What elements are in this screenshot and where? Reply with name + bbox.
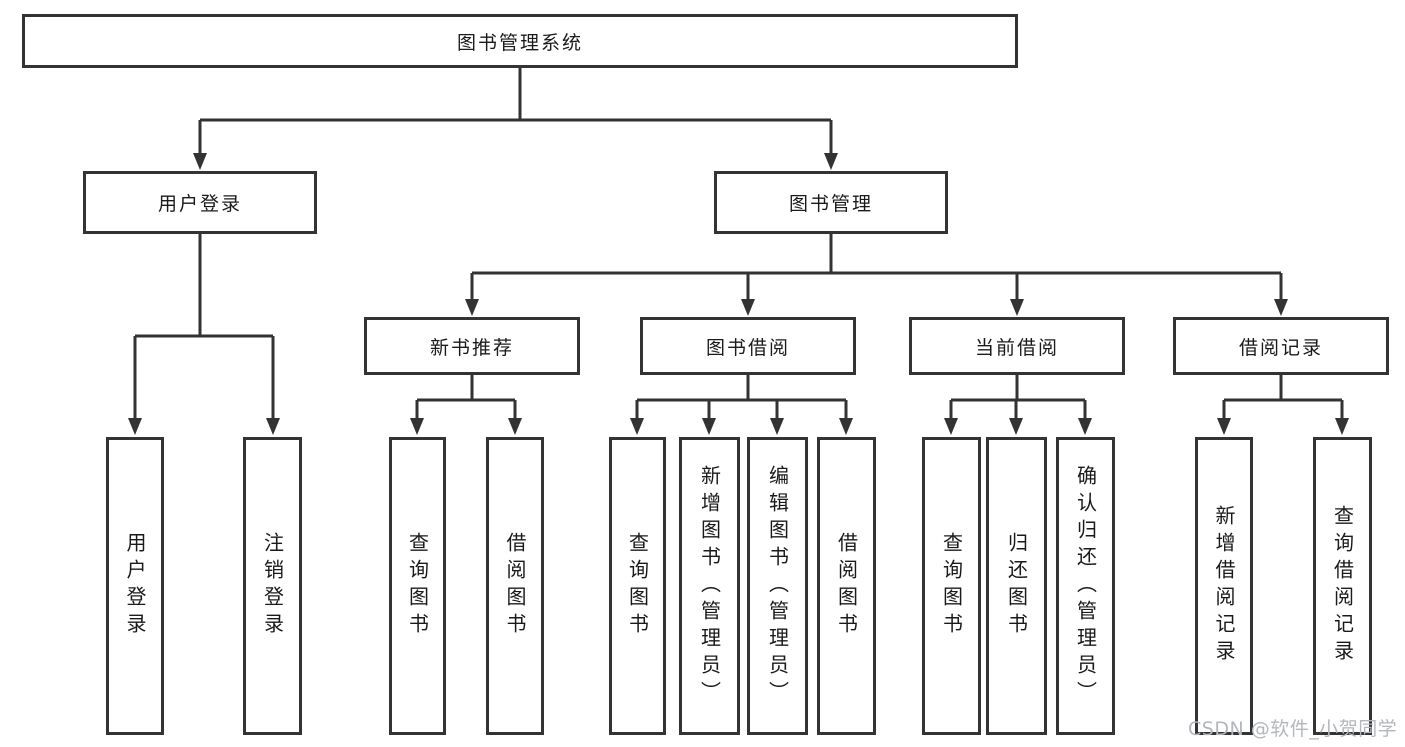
node-leaf-return-book-label: 归还图书 xyxy=(1004,532,1029,640)
node-leaf-query-book-1: 查询图书 xyxy=(389,437,446,735)
node-leaf-query-book-2-label: 查询图书 xyxy=(625,532,650,640)
node-leaf-logout-label: 注销登录 xyxy=(260,532,285,640)
node-book-management: 图书管理 xyxy=(714,171,948,234)
node-user-login-label: 用户登录 xyxy=(157,193,242,215)
node-book-management-label: 图书管理 xyxy=(788,193,873,215)
node-leaf-edit-book-admin: 编辑图书（管理员） xyxy=(747,437,808,735)
node-leaf-borrow-book-1-label: 借阅图书 xyxy=(503,532,527,640)
node-root-label: 图书管理系统 xyxy=(456,31,583,54)
node-leaf-confirm-return-admin-label: 确认归还（管理员） xyxy=(1073,464,1098,708)
node-borrowing-records-label: 借阅记录 xyxy=(1238,336,1323,359)
node-leaf-borrow-book-2-label: 借阅图书 xyxy=(834,532,859,640)
node-current-borrowing-label: 当前借阅 xyxy=(974,336,1059,359)
node-leaf-user-login: 用户登录 xyxy=(106,437,164,735)
node-leaf-user-login-label: 用户登录 xyxy=(123,532,147,640)
node-current-borrowing: 当前借阅 xyxy=(909,317,1125,375)
node-leaf-confirm-return-admin: 确认归还（管理员） xyxy=(1056,437,1115,735)
node-book-borrowing: 图书借阅 xyxy=(640,317,856,375)
node-leaf-add-borrow-record: 新增借阅记录 xyxy=(1195,437,1253,735)
node-leaf-query-book-3-label: 查询图书 xyxy=(939,532,964,640)
node-leaf-borrow-book-2: 借阅图书 xyxy=(817,437,876,735)
csdn-watermark: CSDN @软件_小贺同学 xyxy=(1188,718,1398,740)
node-root: 图书管理系统 xyxy=(22,14,1018,68)
node-new-book-recommend: 新书推荐 xyxy=(364,317,580,375)
node-leaf-query-book-1-label: 查询图书 xyxy=(405,532,430,640)
node-leaf-edit-book-admin-label: 编辑图书（管理员） xyxy=(765,464,790,708)
node-leaf-logout: 注销登录 xyxy=(243,437,302,735)
node-leaf-add-book-admin-label: 新增图书（管理员） xyxy=(697,464,722,708)
node-book-borrowing-label: 图书借阅 xyxy=(705,336,790,359)
node-leaf-add-borrow-record-label: 新增借阅记录 xyxy=(1212,505,1236,667)
node-leaf-borrow-book-1: 借阅图书 xyxy=(486,437,544,735)
node-leaf-query-book-3: 查询图书 xyxy=(922,437,981,735)
node-leaf-query-borrow-record-label: 查询借阅记录 xyxy=(1330,505,1355,667)
node-leaf-add-book-admin: 新增图书（管理员） xyxy=(679,437,740,735)
node-user-login: 用户登录 xyxy=(83,171,317,234)
node-leaf-return-book: 归还图书 xyxy=(986,437,1047,735)
node-new-book-recommend-label: 新书推荐 xyxy=(429,336,514,359)
node-borrowing-records: 借阅记录 xyxy=(1173,317,1389,375)
node-leaf-query-book-2: 查询图书 xyxy=(609,437,666,735)
node-leaf-query-borrow-record: 查询借阅记录 xyxy=(1313,437,1372,735)
